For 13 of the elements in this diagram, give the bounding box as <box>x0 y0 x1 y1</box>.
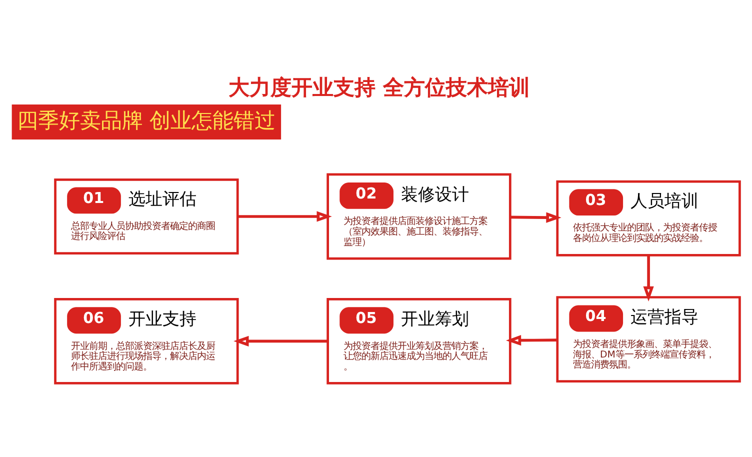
node-box: 03 人员培训 依托强大专业的团队，为投资者传授各岗位从理论到实践的实战经验。 <box>556 180 741 256</box>
node-box: 04 运营指导 为投资者提供形象画、菜单手提袋、海报、DM等一系列终端宣传资料，营造消费氛围。 <box>556 296 741 382</box>
node-box: 05 开业筹划 为投资者提供开业筹划及营销方案，让您的新店迅速成为当地的人气旺店。 <box>326 297 512 384</box>
node-box: 02 装修设计 为投资者提供店面装修设计施工方案（室内效果图、施工图、装修指导、监理） <box>326 172 512 260</box>
arrow <box>234 335 328 346</box>
node-box: 06 开业支持 开业前期，总部派资深驻店店长及厨师长驻店进行现场指导，解决店内运作中所遇到的问题。 <box>54 297 239 384</box>
arrow <box>238 210 332 222</box>
arrow <box>506 334 558 346</box>
node-box: 01 选址评估 总部专业人员协助投资者确定的商圈进行风险评估 <box>54 178 239 254</box>
diagram-title: 大力度开业支持 全方位技术培训 <box>228 74 530 99</box>
arrow <box>643 254 654 302</box>
caption: 四季好卖品牌 创业怎能错过 <box>17 108 276 132</box>
arrow <box>510 212 562 222</box>
